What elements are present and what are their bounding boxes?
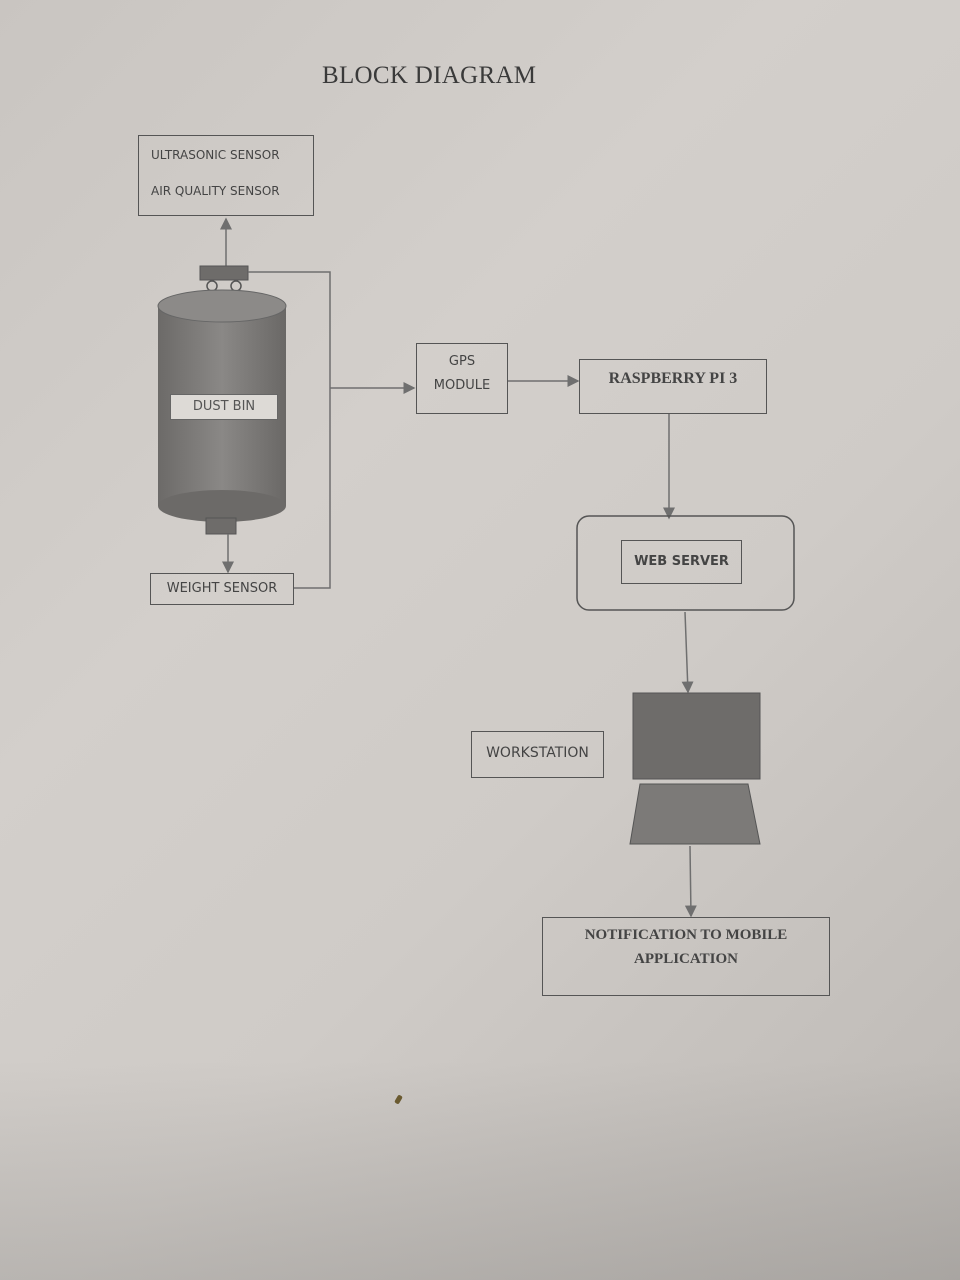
weight-sensor-label: WEIGHT SENSOR <box>166 581 278 596</box>
module-label: MODULE <box>433 378 491 393</box>
web-server-box: WEB SERVER <box>621 540 742 584</box>
dust-bin-label: DUST BIN <box>170 394 278 420</box>
web-server-container <box>576 515 795 611</box>
web-server-label: WEB SERVER <box>634 554 729 569</box>
gps-module-box: GPS MODULE <box>416 343 508 414</box>
bin-lid-sensor <box>199 265 249 281</box>
workstation-keyboard <box>629 783 761 845</box>
bin-bottom-connector <box>205 517 237 535</box>
workstation-monitor <box>632 692 761 780</box>
weight-sensor-box: WEIGHT SENSOR <box>150 573 294 605</box>
gps-label: GPS <box>448 354 476 369</box>
wire-lid-to-gps <box>248 271 331 388</box>
sensor-box: ULTRASONIC SENSOR AIR QUALITY SENSOR <box>138 135 314 216</box>
air-quality-sensor-label: AIR QUALITY SENSOR <box>151 184 280 198</box>
raspberry-pi-box: RASPBERRY PI 3 <box>579 359 767 414</box>
arrow-workstation-to-notification <box>684 845 697 918</box>
workstation-box: WORKSTATION <box>471 731 604 778</box>
notification-label-line2: APPLICATION <box>634 951 738 967</box>
arrow-webserver-to-workstation <box>681 611 694 694</box>
notification-label-line1: NOTIFICATION TO MOBILE <box>584 927 788 943</box>
diagram-title: BLOCK DIAGRAM <box>322 62 537 89</box>
ultrasonic-sensor-label: ULTRASONIC SENSOR <box>151 148 280 162</box>
raspberry-pi-label: RASPBERRY PI 3 <box>608 370 738 387</box>
notification-box: NOTIFICATION TO MOBILE APPLICATION <box>542 917 830 996</box>
wire-weight-to-gps <box>294 388 331 589</box>
workstation-label: WORKSTATION <box>486 745 589 761</box>
page-shadow <box>0 1060 960 1280</box>
